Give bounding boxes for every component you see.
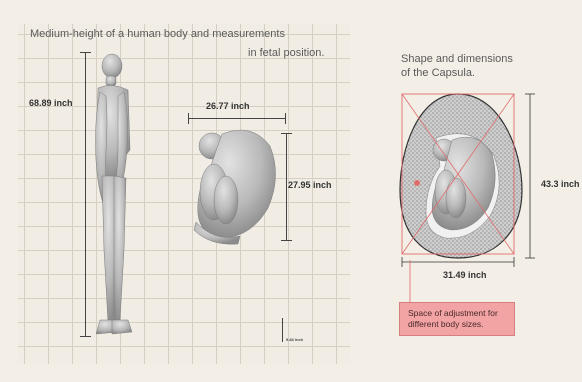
adjustment-note-box: Space of adjustment for different body s…: [399, 302, 515, 336]
fetal-figure-icon: [194, 130, 276, 244]
capsule-icon: [400, 94, 522, 258]
capsule-width-label: 31.49 inch: [443, 270, 487, 280]
capsule-height-measure: [525, 94, 535, 258]
capsula-title-line2: of the Capsula.: [401, 66, 561, 80]
standing-figure-icon: [96, 54, 133, 334]
capsula-title-line1: Shape and dimensions: [401, 52, 561, 66]
adjustment-note-text: Space of adjustment for different body s…: [408, 308, 512, 330]
capsule-height-label: 43.3 inch: [541, 179, 580, 189]
